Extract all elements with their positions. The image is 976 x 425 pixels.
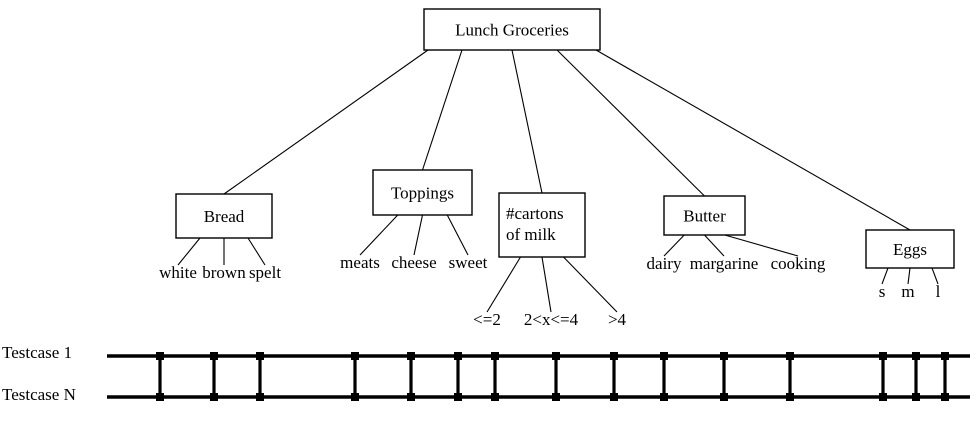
node-box-eggs[interactable] [865,229,955,269]
node-label-lunch-groceries: Lunch Groceries [455,21,569,40]
rung-dot-top-13 [912,352,920,360]
leaf-label-cartons-of-milk-2: >4 [608,310,627,329]
leaf-label-eggs-2: l [936,282,941,301]
rung-dot-top-2 [256,352,264,360]
edge-cartons-of-milk-leaf-1 [541,256,552,313]
rung-dot-top-5 [454,352,462,360]
node-box-bread[interactable] [175,193,273,239]
leaf-label-bread-1: brown [202,263,246,282]
rung-dot-top-6 [491,352,499,360]
edge-root-to-butter [556,49,705,197]
edge-butter-leaf-1 [704,234,725,257]
rung-dot-top-1 [210,352,218,360]
rung-dot-top-4 [407,352,415,360]
edge-eggs-leaf-0 [881,267,889,285]
edges-layer [177,49,939,313]
node-label-toppings: Toppings [391,184,454,203]
rung-dot-bottom-0 [156,393,164,401]
rung-dot-top-14 [941,352,949,360]
leaf-label-butter-1: margarine [690,254,759,273]
rung-dot-bottom-8 [610,393,618,401]
rung-dot-bottom-14 [941,393,949,401]
node-label-butter: Butter [683,207,726,226]
leaf-label-toppings-1: cheese [391,253,436,272]
edge-bread-leaf-0 [177,237,201,266]
rung-dot-bottom-5 [454,393,462,401]
rung-dot-top-7 [552,352,560,360]
leaf-label-toppings-2: sweet [449,253,488,272]
node-box-cartons-of-milk[interactable] [498,192,586,258]
rung-dot-bottom-4 [407,393,415,401]
edge-eggs-leaf-2 [931,267,939,285]
node-box-lunch-groceries[interactable] [423,8,601,51]
edge-cartons-of-milk-leaf-0 [486,256,521,313]
rung-dot-bottom-10 [720,393,728,401]
leaf-label-toppings-0: meats [340,253,380,272]
edge-bread-leaf-2 [247,237,266,266]
leaf-label-eggs-1: m [901,282,914,301]
edge-butter-leaf-0 [663,234,685,257]
leaf-label-bread-0: white [159,263,197,282]
edge-eggs-leaf-1 [907,267,911,285]
testcase-rails-layer: Testcase 1 Testcase N [2,343,970,404]
edge-root-to-cartons-of-milk [511,49,543,194]
testcase-n-label: Testcase N [2,385,76,404]
node-label-bread: Bread [204,207,245,226]
rung-dot-bottom-11 [786,393,794,401]
rung-dot-bottom-6 [491,393,499,401]
node-label-eggs: Eggs [893,240,927,259]
rung-dot-bottom-12 [879,393,887,401]
leaf-label-cartons-of-milk-1: 2<x<=4 [524,310,579,329]
rung-dot-bottom-2 [256,393,264,401]
testcase-1-label: Testcase 1 [2,343,72,362]
rung-dot-top-9 [660,352,668,360]
rung-dot-bottom-1 [210,393,218,401]
rung-dot-bottom-7 [552,393,560,401]
leaf-label-butter-2: cooking [771,254,826,273]
rung-dot-top-3 [351,352,359,360]
leaf-label-eggs-0: s [879,282,886,301]
rung-dot-bottom-13 [912,393,920,401]
rung-dot-top-11 [786,352,794,360]
leaf-label-butter-0: dairy [647,254,682,273]
rung-dot-top-10 [720,352,728,360]
node-box-butter[interactable] [663,195,746,236]
leaf-label-bread-2: spelt [249,263,281,282]
edge-root-to-eggs [595,49,911,231]
edge-butter-leaf-2 [724,234,799,257]
rung-dot-bottom-3 [351,393,359,401]
rung-dot-top-12 [879,352,887,360]
edge-toppings-leaf-0 [359,214,399,256]
leaf-label-cartons-of-milk-0: <=2 [473,310,501,329]
edge-toppings-leaf-2 [446,214,469,256]
edge-root-to-toppings [421,49,463,171]
node-box-toppings[interactable] [372,169,473,216]
rung-dot-top-8 [610,352,618,360]
rung-dot-bottom-9 [660,393,668,401]
edge-root-to-bread [223,49,429,195]
edge-cartons-of-milk-leaf-2 [563,256,618,313]
rung-dot-top-0 [156,352,164,360]
edge-toppings-leaf-1 [413,214,424,256]
